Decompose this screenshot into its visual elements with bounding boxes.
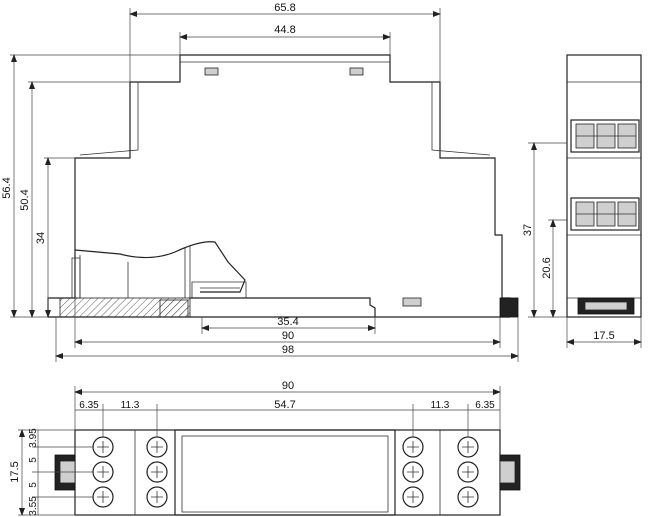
side-top-step (79, 61, 491, 156)
side-vent-left (204, 67, 219, 76)
side-base-line (48, 297, 510, 318)
side-terminal-block (71, 257, 81, 299)
side-rail-clip (499, 297, 519, 318)
side-cover-wave (74, 241, 246, 293)
end-housing (566, 54, 642, 318)
dim-5-b: 5 (28, 482, 39, 488)
side-latch (191, 281, 247, 299)
dim-37: 37 (522, 224, 534, 236)
top-screw-column-2 (146, 436, 168, 508)
dim-11-3-right: 11.3 (431, 400, 450, 411)
side-cover-inner (79, 246, 191, 298)
end-terminal-upper (570, 119, 640, 153)
dim-5-a: 5 (28, 457, 39, 463)
top-screw-column-3 (402, 436, 424, 508)
end-view: 37 20.6 17.5 (522, 54, 642, 348)
side-bottom-vent (402, 297, 422, 307)
side-housing-outline (47, 54, 511, 317)
dim-17-5-top: 17.5 (9, 461, 21, 482)
dim-98: 98 (282, 344, 294, 356)
dim-35-4: 35.4 (277, 316, 298, 328)
dim-3-55: 3.55 (28, 496, 39, 516)
dim-56-4: 56.4 (1, 177, 13, 198)
top-screw-column-4 (457, 436, 479, 508)
dim-20-6: 20.6 (541, 257, 553, 278)
side-view: 65.8 44.8 56.4 50.4 34 35.4 90 98 (1, 2, 519, 362)
dim-34: 34 (35, 232, 47, 244)
dim-90-top: 90 (282, 380, 294, 392)
top-screw-column-1 (92, 436, 114, 508)
dim-11-3-left: 11.3 (121, 400, 140, 411)
end-terminal-lower (570, 197, 640, 231)
side-din-clip-inner (159, 299, 189, 318)
top-label-window (174, 429, 396, 516)
dim-3-95: 3.95 (28, 428, 39, 448)
dim-6-35-left: 6.35 (79, 400, 99, 411)
top-view: 90 6.35 11.3 54.7 11.3 6.35 17.5 3.95 5 … (9, 380, 521, 516)
side-vent-right (349, 67, 364, 76)
dim-6-35-right: 6.35 (475, 400, 495, 411)
dim-90-side: 90 (282, 330, 294, 342)
dim-44-8: 44.8 (274, 24, 295, 36)
top-housing (74, 429, 501, 516)
dim-65-8: 65.8 (274, 2, 295, 14)
dim-17-5-end: 17.5 (593, 330, 614, 342)
dim-54-7: 54.7 (274, 399, 295, 411)
dim-50-4: 50.4 (19, 189, 31, 210)
